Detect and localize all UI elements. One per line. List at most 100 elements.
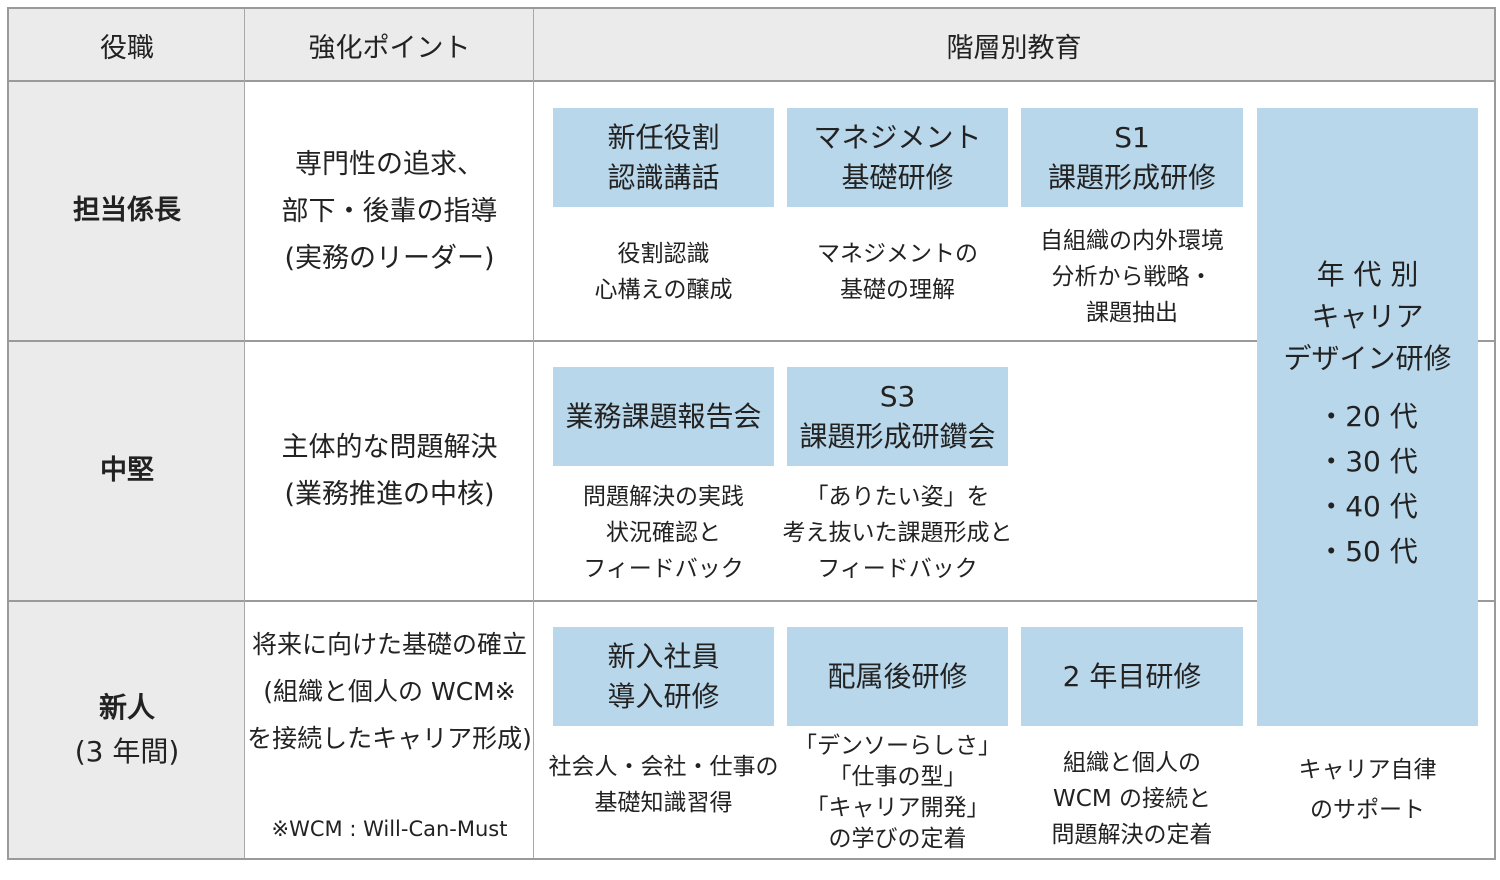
focus-cell-mid: 主体的な問題解決 (業務推進の中核) (245, 341, 534, 601)
desc-line: 「仕事の型」 (828, 764, 967, 790)
desc-line: キャリア自律 (1298, 757, 1437, 783)
header-role: 役職 (9, 9, 245, 81)
desc-line: フィードバック (817, 556, 978, 582)
program-title: 新入社員 (607, 639, 720, 673)
desc-line: WCM の接続と (1053, 786, 1211, 812)
desc-line: 問題解決の定着 (1051, 822, 1213, 848)
header-education-label: 階層別教育 (946, 32, 1082, 64)
focus-cell-chief: 専門性の追求、 部下・後輩の指導 (実務のリーダー) (245, 81, 534, 341)
divider (9, 80, 1494, 82)
desc-line: 基礎の理解 (840, 277, 955, 303)
program-desc: 問題解決の実践 状況確認と フィードバック (553, 478, 774, 588)
desc-line: の学びの定着 (828, 826, 967, 852)
program-box: S1 課題形成研修 (1021, 108, 1243, 207)
career-age-list: ・20 代 ・30 代 ・40 代 ・50 代 (1317, 394, 1418, 574)
desc-line: 分析から戦略・ (1051, 264, 1213, 290)
divider (1477, 340, 1494, 342)
program-desc: 社会人・会社・仕事の 基礎知識習得 (548, 745, 779, 825)
focus-line: 部下・後輩の指導 (281, 195, 498, 227)
program-desc: 「ありたい姿」を 考え抜いた課題形成と フィードバック (782, 478, 1013, 588)
divider (9, 340, 1257, 342)
desc-line: マネジメントの (817, 241, 978, 267)
career-program-box: 年 代 別 キャリア デザイン研修 ・20 代 ・30 代 ・40 代 ・50 … (1257, 108, 1478, 726)
desc-line: 組織と個人の (1063, 750, 1201, 776)
role-line: 担当係長 (73, 195, 181, 226)
career-title-line: デザイン研修 (1283, 342, 1452, 375)
role-cell-mid: 中堅 (9, 341, 245, 601)
program-desc: 自組織の内外環境 分析から戦略・ 課題抽出 (1021, 222, 1243, 332)
header-focus-label: 強化ポイント (308, 32, 471, 64)
focus-cell-new: 将来に向けた基礎の確立 (組織と個人の WCM※ を接続したキャリア形成) ※W… (245, 601, 534, 858)
role-line: 新人 (98, 690, 155, 724)
role-line: 中堅 (100, 455, 154, 486)
role-line: (3 年間) (74, 734, 180, 768)
program-title: S1 (1114, 120, 1150, 154)
desc-line: 問題解決の実践 (583, 484, 744, 510)
desc-line: 自組織の内外環境 (1040, 228, 1224, 254)
age-group-item: ・20 代 (1317, 400, 1418, 433)
career-title: 年 代 別 キャリア デザイン研修 (1283, 254, 1451, 380)
program-title: 新任役割 (607, 120, 720, 154)
focus-line: 専門性の追求、 (295, 148, 484, 180)
divider (1477, 600, 1494, 602)
desc-line: 「キャリア開発」 (805, 795, 990, 821)
desc-line: 社会人・会社・仕事の (548, 754, 779, 780)
desc-line: 状況確認と (606, 520, 721, 546)
program-title: 業務課題報告会 (565, 399, 762, 433)
program-title: 配属後研修 (827, 659, 968, 693)
role-text: 中堅 (100, 449, 154, 493)
role-text: 新人 (3 年間) (75, 686, 180, 774)
desc-line: フィードバック (583, 556, 744, 582)
header-role-label: 役職 (100, 32, 154, 64)
program-desc: 組織と個人の WCM の接続と 問題解決の定着 (1021, 742, 1243, 856)
desc-line: 「デンソーらしさ」 (794, 733, 1001, 759)
age-group-item: ・40 代 (1317, 490, 1418, 523)
desc-line: 課題抽出 (1086, 300, 1178, 326)
divider (533, 9, 534, 858)
focus-text: 主体的な問題解決 (業務推進の中核) (282, 424, 498, 518)
program-box: 業務課題報告会 (553, 367, 774, 466)
program-desc: マネジメントの 基礎の理解 (787, 222, 1008, 322)
program-title: 課題形成研鑽会 (799, 419, 996, 453)
program-box: マネジメント 基礎研修 (787, 108, 1008, 207)
role-cell-new: 新人 (3 年間) (9, 601, 245, 858)
focus-line: 主体的な問題解決 (281, 432, 498, 463)
focus-text: 専門性の追求、 部下・後輩の指導 (実務のリーダー) (282, 141, 498, 282)
program-title: 課題形成研修 (1047, 160, 1216, 194)
header-focus: 強化ポイント (245, 9, 534, 81)
desc-line: 「ありたい姿」を (805, 484, 990, 510)
desc-line: のサポート (1310, 797, 1425, 823)
program-title: 認識講話 (607, 160, 720, 194)
focus-line: (組織と個人の WCM※ (263, 677, 516, 706)
program-box: 新任役割 認識講話 (553, 108, 774, 207)
header-education: 階層別教育 (534, 9, 1494, 81)
focus-line: を接続したキャリア形成) (247, 724, 532, 753)
program-box: 新入社員 導入研修 (553, 627, 774, 726)
program-box: S3 課題形成研鑽会 (787, 367, 1008, 466)
focus-text: 将来に向けた基礎の確立 (組織と個人の WCM※ を接続したキャリア形成) ※W… (247, 621, 532, 853)
program-desc: 役割認識 心構えの醸成 (553, 222, 774, 322)
program-title: マネジメント (813, 120, 982, 154)
divider (244, 9, 245, 858)
desc-line: 考え抜いた課題形成と (782, 520, 1013, 546)
program-box: 配属後研修 (787, 627, 1008, 726)
program-desc: 「デンソーらしさ」 「仕事の型」 「キャリア開発」 の学びの定着 (783, 729, 1012, 857)
divider (9, 600, 1257, 602)
age-group-item: ・30 代 (1317, 445, 1418, 478)
role-cell-chief: 担当係長 (9, 81, 245, 341)
focus-line: 将来に向けた基礎の確立 (251, 630, 527, 659)
program-box: 2 年目研修 (1021, 627, 1243, 726)
program-title: 導入研修 (607, 679, 720, 713)
program-title: 基礎研修 (841, 160, 954, 194)
age-group-item: ・50 代 (1317, 535, 1418, 568)
wcm-footnote: ※WCM : Will-Can-Must (271, 817, 508, 841)
career-title-line: 年 代 別 (1316, 258, 1419, 291)
career-program-desc: キャリア自律 のサポート (1257, 748, 1478, 832)
program-title: S3 (879, 379, 916, 413)
career-title-line: キャリア (1311, 300, 1424, 333)
desc-line: 心構えの醸成 (594, 277, 733, 303)
desc-line: 基礎知識習得 (594, 790, 733, 816)
role-text: 担当係長 (73, 189, 181, 233)
program-title: 2 年目研修 (1062, 659, 1202, 693)
focus-line: (業務推進の中核) (284, 479, 495, 510)
